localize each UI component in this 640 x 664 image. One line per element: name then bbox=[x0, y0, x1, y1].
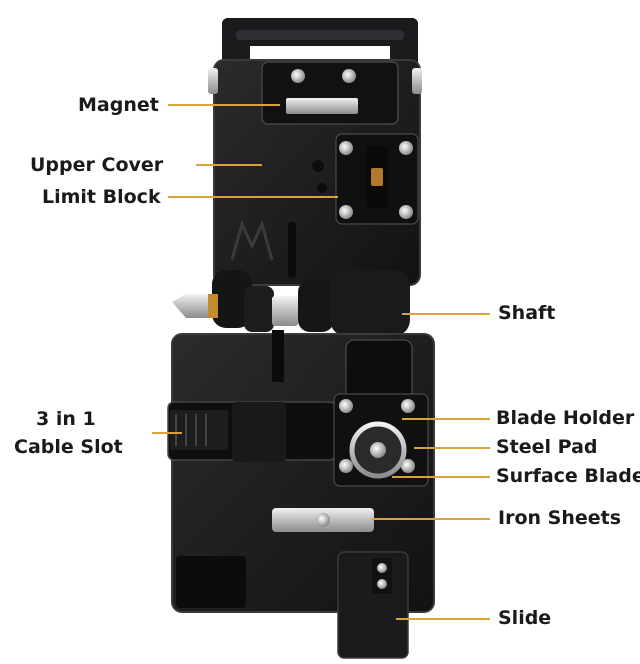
upper-cover-leader bbox=[196, 164, 262, 166]
upper-cover-part bbox=[208, 59, 422, 286]
shaft-leader bbox=[402, 313, 490, 315]
label-shaft: Shaft bbox=[498, 302, 556, 324]
cable-slot-leader bbox=[152, 432, 182, 434]
slide-leader bbox=[396, 618, 490, 620]
label-surface-blade: Surface Blade bbox=[496, 465, 640, 487]
limit-block-leader bbox=[168, 196, 338, 198]
label-iron-sheets: Iron Sheets bbox=[498, 507, 622, 529]
label-steel-pad: Steel Pad bbox=[496, 436, 598, 458]
iron-sheets-leader bbox=[372, 518, 490, 520]
label-cable-slot-line1: 3 in 1 bbox=[36, 408, 96, 430]
label-cable-slot-line2: Cable Slot bbox=[14, 436, 123, 458]
label-blade-holder: Blade Holder bbox=[496, 407, 635, 429]
label-slide: Slide bbox=[498, 607, 552, 629]
base-body bbox=[167, 330, 435, 613]
label-magnet: Magnet bbox=[78, 94, 159, 116]
shaft-part bbox=[172, 270, 410, 336]
slide-part bbox=[337, 551, 409, 659]
surface-blade-leader bbox=[392, 476, 490, 478]
label-limit-block: Limit Block bbox=[42, 186, 161, 208]
steel-pad-leader bbox=[414, 447, 490, 449]
label-upper-cover: Upper Cover bbox=[30, 154, 164, 176]
blade-holder-leader bbox=[402, 418, 490, 420]
magnet-leader bbox=[168, 104, 280, 106]
